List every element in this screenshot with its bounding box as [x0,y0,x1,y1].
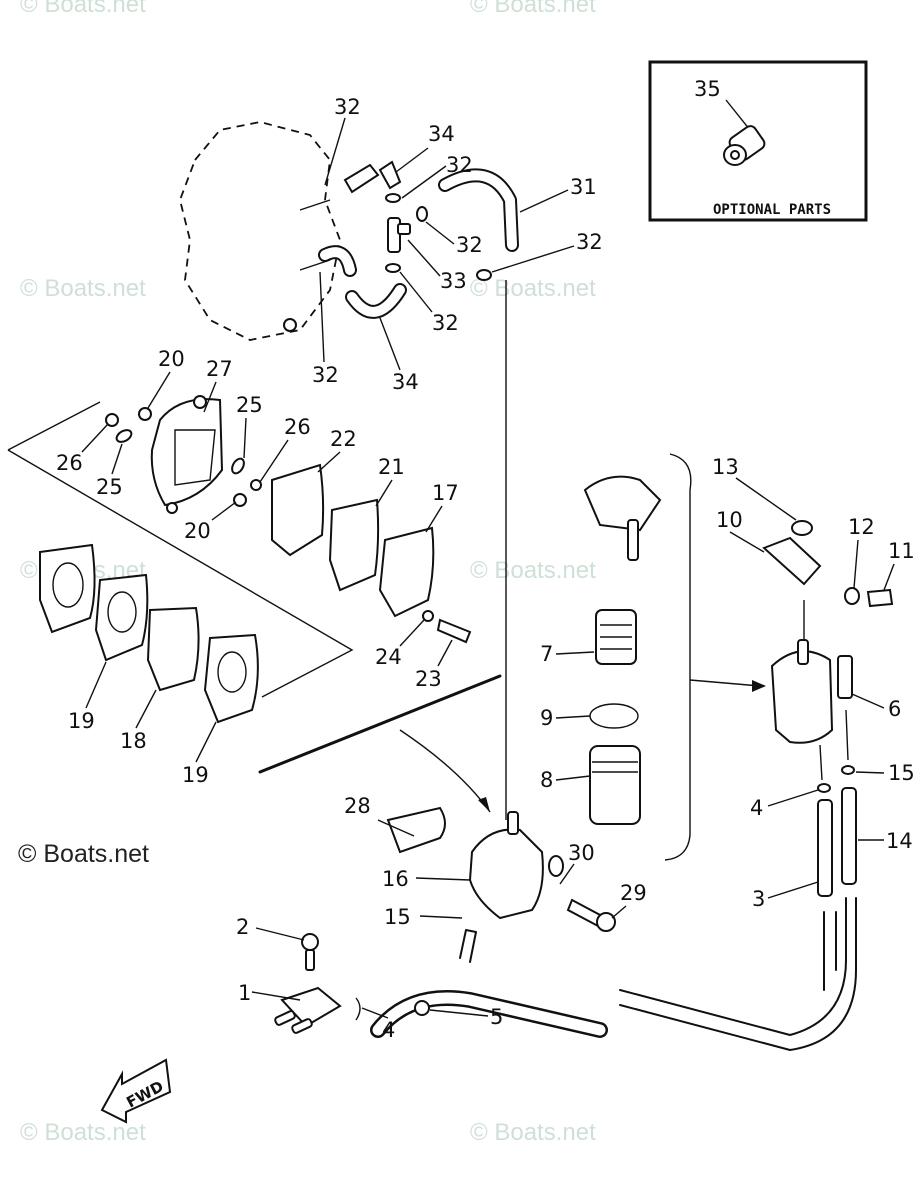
pump-exploded-group [7,395,472,724]
callout-32: 32 [446,153,473,177]
callout-19: 19 [182,763,209,787]
callout-34: 34 [392,370,419,394]
callout-20: 20 [158,347,185,371]
upper-hoses [318,160,519,820]
filter-assembly [762,520,894,793]
callout-32: 32 [576,230,603,254]
watermark: © Boats.net [20,275,146,302]
callout-31: 31 [570,175,597,199]
callout-6: 6 [888,697,901,721]
callout-12: 12 [848,515,875,539]
callout-25: 25 [96,475,123,499]
watermarks: © Boats.net © Boats.net © Boats.net © Bo… [18,0,596,1146]
callout-21: 21 [378,455,405,479]
callout-15: 15 [888,761,915,785]
callout-28: 28 [344,794,371,818]
copyright-text: © Boats.net [18,840,149,868]
callout-7: 7 [540,642,553,666]
callout-27: 27 [206,357,233,381]
fuel-pump-16 [386,806,616,932]
watermark: © Boats.net [470,1119,596,1146]
callout-14: 14 [886,829,913,853]
watermark: © Boats.net [470,275,596,302]
optional-parts-label: OPTIONAL PARTS [713,202,831,218]
callout-2: 2 [236,915,249,939]
fwd-arrow-icon: FWD [100,1058,172,1124]
callout-19: 19 [68,709,95,733]
vertical-hoses [619,787,857,1051]
callout-18: 18 [120,729,147,753]
callout-17: 17 [432,481,459,505]
callout-13: 13 [712,455,739,479]
callout-32: 32 [432,311,459,335]
callout-35: 35 [694,77,721,101]
callout-3: 3 [752,887,765,911]
callout-23: 23 [415,667,442,691]
callout-25: 25 [236,393,263,417]
callout-16: 16 [382,867,409,891]
callout-8: 8 [540,768,553,792]
callout-11: 11 [888,539,915,563]
watermark: © Boats.net [470,557,596,584]
optional-parts-box: 35 OPTIONAL PARTS [648,60,868,222]
callout-26: 26 [56,451,83,475]
callout-22: 22 [330,427,357,451]
callout-4: 4 [382,1018,395,1042]
callout-15: 15 [384,905,411,929]
lower-hose-assembly [274,929,608,1038]
callout-26: 26 [284,415,311,439]
callout-29: 29 [620,881,647,905]
callout-32: 32 [456,233,483,257]
watermark: © Boats.net [20,0,146,18]
carburetor-outline [179,121,341,341]
callout-9: 9 [540,706,553,730]
callout-30: 30 [568,841,595,865]
callout-10: 10 [716,508,743,532]
callout-1: 1 [238,981,251,1005]
callout-32: 32 [312,363,339,387]
callout-5: 5 [490,1005,503,1029]
filter-cluster [583,453,766,861]
part-35-fitting-icon [723,125,766,166]
callout-4: 4 [750,796,763,820]
callout-20: 20 [184,519,211,543]
callout-34: 34 [428,122,455,146]
watermark: © Boats.net [470,0,596,18]
callout-32: 32 [334,95,361,119]
callout-24: 24 [375,645,402,669]
watermark: © Boats.net [20,1119,146,1146]
callout-33: 33 [440,269,467,293]
